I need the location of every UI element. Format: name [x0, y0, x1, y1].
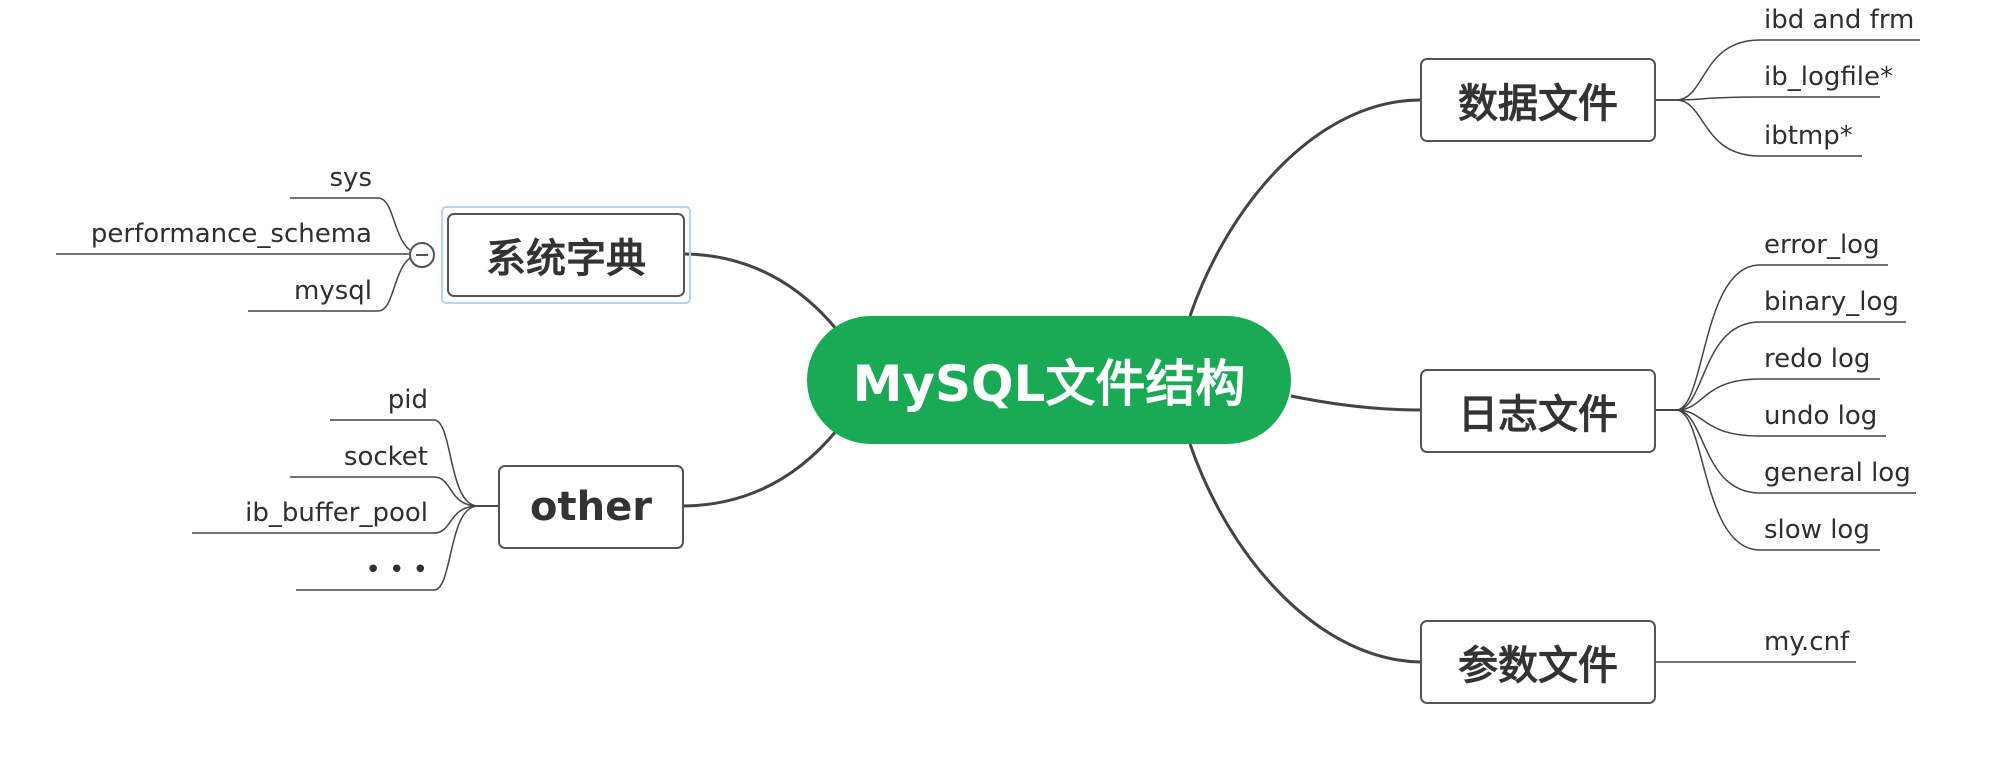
connector-log-files [1290, 394, 1421, 412]
leaf-topic[interactable]: pid [387, 385, 428, 415]
leaf-line-data-files-0 [1656, 39, 1920, 101]
central-topic[interactable]: MySQL文件结构 [807, 316, 1291, 444]
leaf-line-data-files-2 [1656, 99, 1862, 157]
connector-param-files [1188, 443, 1421, 664]
leaf-topic[interactable]: general log [1764, 458, 1911, 488]
leaf-topic[interactable]: • • • [365, 555, 428, 585]
connector-other [683, 429, 839, 508]
leaf-topic[interactable]: performance_schema [90, 219, 372, 249]
collapse-minus-icon[interactable] [409, 242, 435, 268]
leaf-line-data-files-1 [1656, 96, 1880, 101]
connector-data-files [1188, 98, 1421, 317]
connector-system-dictionary [684, 252, 839, 331]
leaf-topic[interactable]: socket [343, 442, 428, 472]
leaf-topic[interactable]: binary_log [1764, 287, 1899, 317]
selection-highlight [441, 206, 691, 304]
leaf-topic[interactable]: error_log [1764, 230, 1880, 260]
topic-system-dictionary[interactable]: 系统字典 [447, 213, 685, 297]
leaf-line-log-files-1 [1656, 321, 1906, 411]
leaf-line-other-0 [330, 419, 498, 507]
leaf-line-log-files-5 [1656, 409, 1880, 551]
topic-log-files[interactable]: 日志文件 [1420, 369, 1656, 453]
leaf-topic[interactable]: sys [329, 163, 372, 193]
leaf-line-other-3 [296, 505, 498, 591]
leaf-topic[interactable]: ibd and frm [1764, 5, 1915, 35]
leaf-line-log-files-0 [1656, 264, 1888, 411]
leaf-topic[interactable]: my.cnf [1764, 627, 1850, 657]
leaf-topic[interactable]: ib_buffer_pool [245, 498, 428, 528]
topic-param-files[interactable]: 参数文件 [1420, 620, 1656, 704]
topic-data-files[interactable]: 数据文件 [1420, 58, 1656, 142]
leaf-topic[interactable]: undo log [1764, 401, 1878, 431]
topic-other[interactable]: other [498, 465, 684, 549]
leaf-topic[interactable]: mysql [294, 276, 372, 306]
leaf-topic[interactable]: slow log [1764, 515, 1870, 545]
leaf-topic[interactable]: ib_logfile* [1764, 62, 1893, 92]
leaf-topic[interactable]: redo log [1764, 344, 1871, 374]
leaf-topic[interactable]: ibtmp* [1764, 121, 1853, 151]
